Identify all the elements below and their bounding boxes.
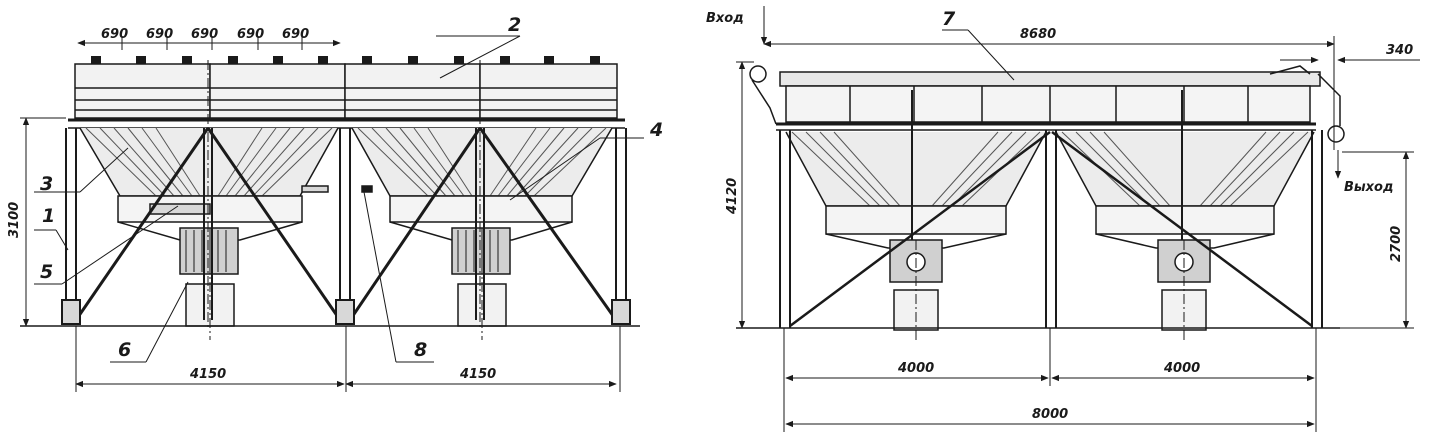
left-view-text: 690 690 690 690 690 3100 4150 4150 3 1 5… [7,14,663,382]
span-dim-right-2: 4000 [1163,361,1200,376]
left-dimension-lines [20,36,621,392]
right-coils [785,131,1315,331]
span-dim-left-1: 4150 [189,367,226,382]
right-legs [779,90,1323,328]
callout-2: 2 [508,14,521,36]
pitch-dim-1: 690 [101,27,128,42]
outlet-label: Выход [1344,180,1393,195]
right-view [736,6,1420,432]
callout-6: 6 [118,339,131,361]
pitch-dim-4: 690 [237,27,264,42]
height-total-dim: 4120 [725,178,740,215]
inlet-label: Вход [706,11,744,26]
callout-1: 1 [42,205,55,227]
pitch-dim-2: 690 [146,27,173,42]
right-view-text: Вход Выход 7 8680 340 4120 2700 4000 400… [706,8,1413,422]
pipe-offset-dim: 340 [1386,43,1413,58]
callout-4: 4 [649,119,663,141]
left-leaders [34,35,644,363]
left-module-1-coils [79,127,339,327]
left-module-2-coils [301,127,613,327]
span-dim-right-1: 4000 [897,361,934,376]
left-nozzles [91,56,600,64]
pitch-dim-3: 690 [191,27,218,42]
callout-3: 3 [40,173,53,195]
callout-8: 8 [414,339,427,361]
right-header [749,65,1345,143]
pitch-dim-5: 690 [282,27,309,42]
overall-span-dim: 8000 [1032,407,1068,422]
left-header-blocks [68,63,625,129]
span-dim-left-2: 4150 [459,367,496,382]
callout-7: 7 [942,8,956,30]
left-view [20,35,644,392]
height-outlet-dim: 2700 [1389,226,1404,262]
total-length-dim: 8680 [1020,27,1056,42]
height-dim-3100: 3100 [7,202,22,238]
left-legs [61,127,631,325]
callout-5: 5 [40,261,53,283]
right-dimension-lines [736,6,1420,432]
